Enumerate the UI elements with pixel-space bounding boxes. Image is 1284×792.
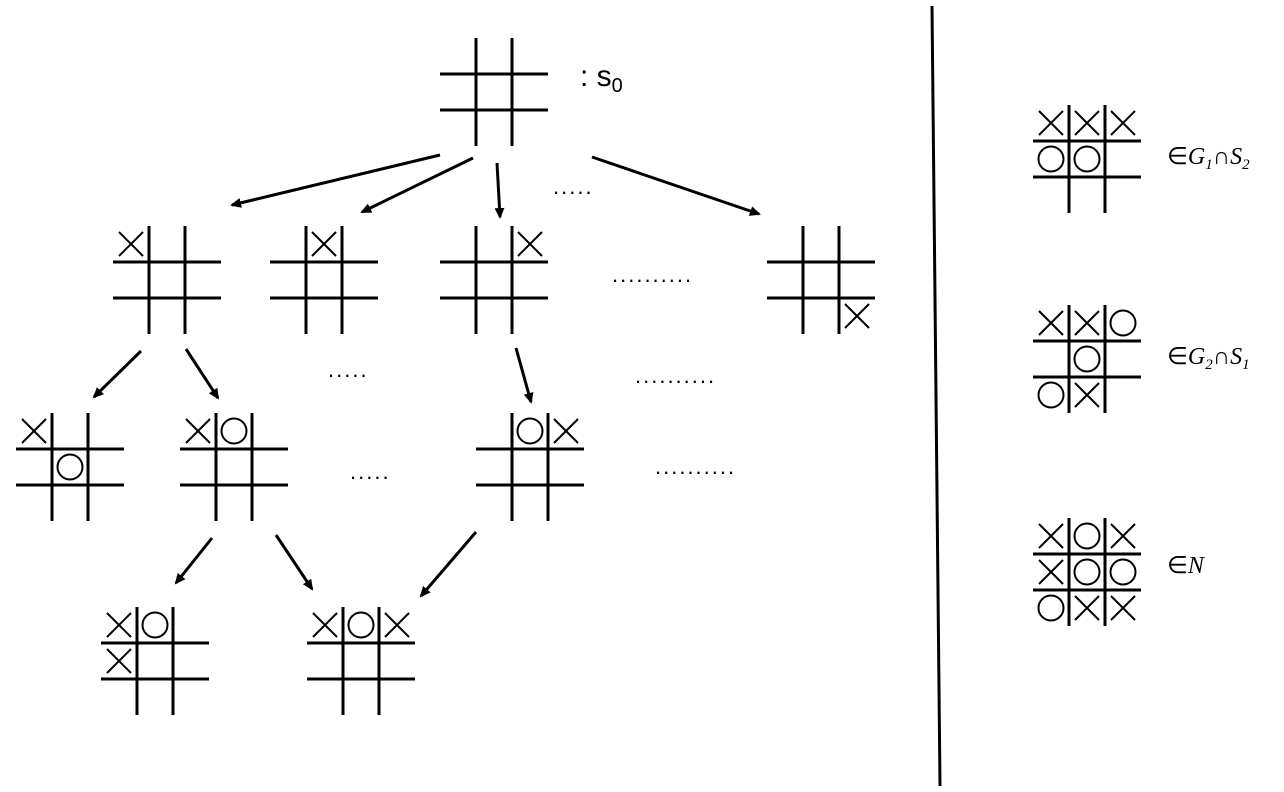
board-l1-d	[767, 226, 875, 334]
edges-layer	[92, 153, 761, 598]
x-mark-icon	[118, 231, 144, 257]
x-mark-icon	[1110, 595, 1136, 621]
board-l2-c	[476, 413, 584, 521]
o-mark-icon	[347, 611, 375, 639]
board-l3-a	[101, 607, 209, 715]
board-r2	[1033, 305, 1141, 413]
x-mark-icon	[844, 303, 870, 329]
board-l3-b	[307, 607, 415, 715]
board-r3	[1033, 518, 1141, 626]
x-mark-icon	[185, 418, 211, 444]
divider-line	[930, 5, 942, 787]
o-mark-icon	[516, 417, 544, 445]
x-mark-icon	[1074, 110, 1100, 136]
o-mark-icon	[141, 611, 169, 639]
x-mark-icon	[106, 612, 132, 638]
o-mark-icon	[1073, 558, 1101, 586]
o-mark-icon	[1037, 145, 1065, 173]
x-mark-icon	[106, 648, 132, 674]
boards-layer	[16, 38, 1141, 715]
root-state-label: : s0	[580, 60, 623, 97]
ellipsis-level2-boards-right: ..........	[655, 454, 736, 479]
transition-arrow	[230, 153, 441, 208]
x-mark-icon	[21, 418, 47, 444]
o-mark-icon	[220, 417, 248, 445]
x-mark-icon	[1038, 310, 1064, 336]
o-mark-icon	[1037, 594, 1065, 622]
o-mark-icon	[56, 453, 84, 481]
board-l1-c	[440, 226, 548, 334]
x-mark-icon	[1038, 559, 1064, 585]
o-mark-icon	[1109, 558, 1137, 586]
legend-label-g2-s1: ∈G2∩S1	[1167, 344, 1250, 373]
transition-arrow	[174, 537, 214, 585]
ellipsis-level1-arrows: .....	[553, 174, 594, 199]
transition-arrow	[494, 162, 505, 219]
transition-arrow	[92, 349, 143, 399]
ellipsis-level2-arrows-left: .....	[328, 357, 369, 382]
transition-arrow	[360, 156, 474, 214]
board-l1-b	[270, 226, 378, 334]
x-mark-icon	[312, 612, 338, 638]
x-mark-icon	[1074, 595, 1100, 621]
board-l2-a	[16, 413, 124, 521]
transition-arrow	[184, 348, 220, 400]
board-l2-b	[180, 413, 288, 521]
ellipsis-level1-boards: ..........	[612, 262, 693, 287]
board-r1	[1033, 105, 1141, 213]
x-mark-icon	[1110, 110, 1136, 136]
transition-arrow	[419, 531, 478, 598]
x-mark-icon	[553, 418, 579, 444]
legend-label-n: ∈N	[1167, 553, 1206, 579]
x-mark-icon	[1110, 523, 1136, 549]
x-mark-icon	[311, 231, 337, 257]
o-mark-icon	[1073, 345, 1101, 373]
x-mark-icon	[1074, 310, 1100, 336]
x-mark-icon	[1038, 110, 1064, 136]
ellipsis-level2-boards-left: .....	[350, 459, 391, 484]
x-mark-icon	[1074, 382, 1100, 408]
o-mark-icon	[1037, 381, 1065, 409]
transition-arrow	[514, 347, 534, 404]
transition-arrow	[274, 534, 314, 591]
x-mark-icon	[384, 612, 410, 638]
ellipsis-level2-arrows-right: ..........	[635, 363, 716, 388]
x-mark-icon	[517, 231, 543, 257]
o-mark-icon	[1109, 309, 1137, 337]
legend-label-g1-s2: ∈G1∩S2	[1167, 144, 1250, 173]
transition-arrow	[591, 155, 761, 216]
board-s0	[440, 38, 548, 146]
board-l1-a	[113, 226, 221, 334]
x-mark-icon	[1038, 523, 1064, 549]
o-mark-icon	[1073, 522, 1101, 550]
o-mark-icon	[1073, 145, 1101, 173]
